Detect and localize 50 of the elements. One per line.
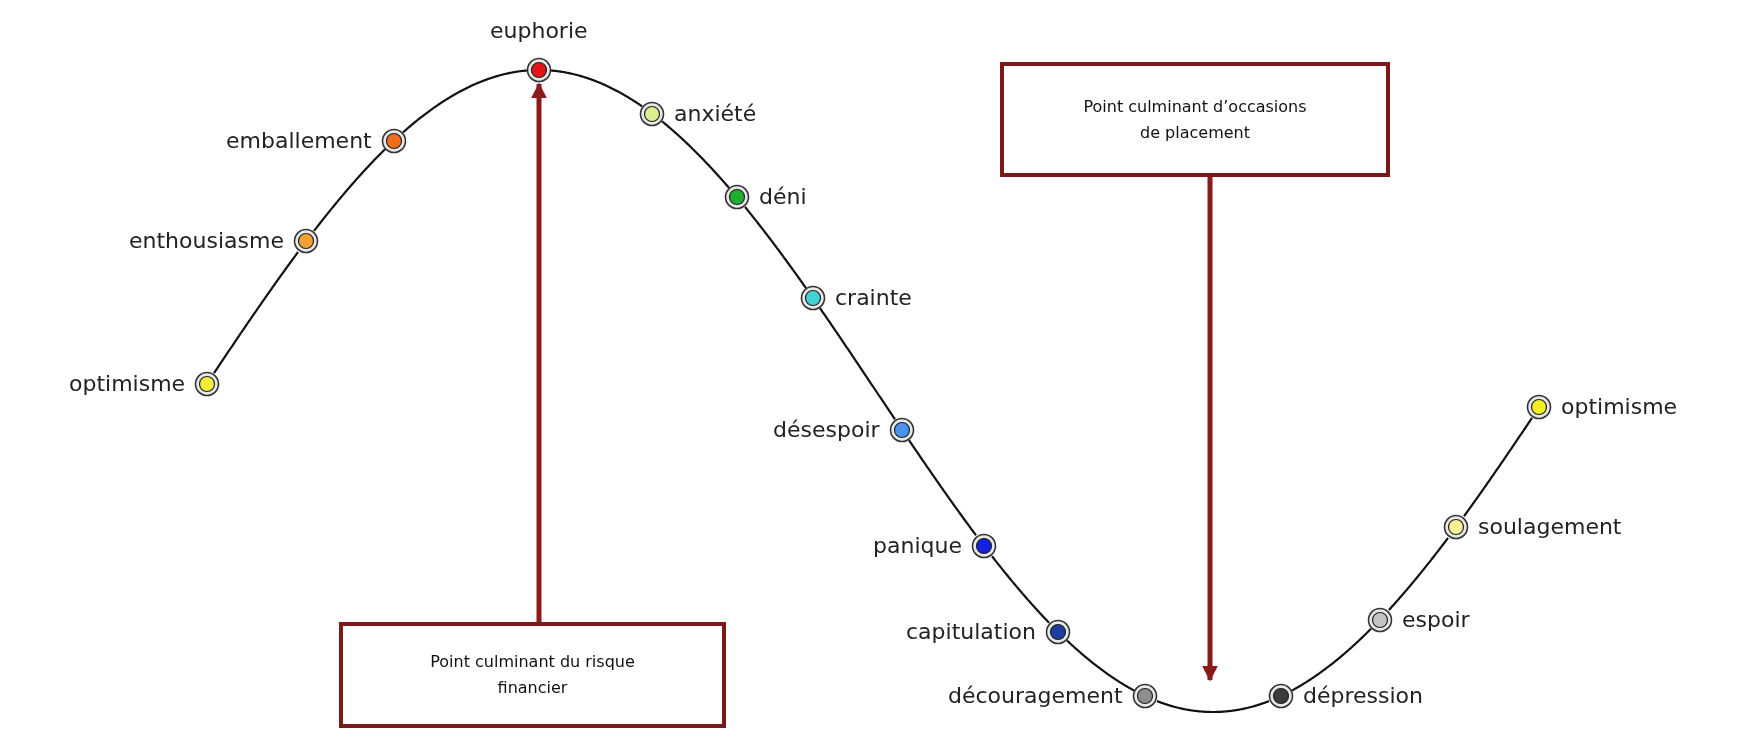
callout-text: Point culminant du risque financier bbox=[429, 651, 636, 699]
stage-label: capitulation bbox=[906, 618, 1036, 645]
curve-segment bbox=[819, 307, 896, 420]
stage-label: découragement bbox=[948, 683, 1123, 709]
stage-label: désespoir bbox=[773, 416, 880, 443]
curve-segment bbox=[213, 251, 299, 374]
curve-segment bbox=[550, 69, 643, 108]
stage-dot bbox=[1046, 619, 1072, 646]
stage-label: optimisme bbox=[1561, 394, 1678, 421]
curve-segment bbox=[402, 69, 528, 134]
stage-dot bbox=[294, 229, 320, 256]
stage-label: déni bbox=[759, 184, 807, 211]
stage-label: anxiété bbox=[674, 100, 757, 127]
stage-dot bbox=[1444, 515, 1470, 542]
curve-segment bbox=[313, 148, 386, 232]
stage-dot bbox=[1133, 684, 1159, 710]
callout-box bbox=[339, 622, 726, 728]
stage-label: crainte bbox=[835, 285, 912, 312]
stage-label: dépression bbox=[1303, 683, 1423, 709]
stage-dot bbox=[890, 417, 916, 444]
curve-segment bbox=[1291, 628, 1372, 692]
stage-label: optimisme bbox=[69, 370, 186, 397]
stage-label: soulagement bbox=[1478, 514, 1622, 541]
stage-dot bbox=[801, 286, 827, 313]
arrow bbox=[531, 82, 547, 622]
stage-dot bbox=[640, 101, 666, 128]
curve-segment bbox=[1463, 417, 1533, 517]
stage-dot bbox=[1368, 607, 1394, 634]
curve-segment bbox=[1156, 700, 1270, 714]
callout-box bbox=[1000, 62, 1390, 177]
stage-dot bbox=[972, 533, 998, 560]
stage-dot bbox=[195, 371, 221, 398]
curve-segment bbox=[991, 555, 1050, 624]
stage-label: panique bbox=[873, 532, 962, 559]
curve-segment bbox=[1388, 537, 1449, 611]
stage-label: emballement bbox=[226, 127, 372, 154]
arrow bbox=[1202, 177, 1218, 682]
stage-dot bbox=[1269, 684, 1295, 710]
stage-dot bbox=[527, 58, 553, 84]
callout-text: Point culminant d’occasions de placement bbox=[1082, 95, 1308, 144]
stage-label: enthousiasme bbox=[129, 228, 284, 255]
curve-segment bbox=[908, 439, 977, 536]
stage-dot bbox=[382, 128, 408, 155]
curve-segment bbox=[661, 120, 730, 189]
stage-label: espoir bbox=[1402, 606, 1470, 633]
stage-dot bbox=[725, 185, 751, 212]
stage-label: euphorie bbox=[490, 18, 588, 44]
curve-segment bbox=[1066, 639, 1135, 692]
stage-dot bbox=[1527, 395, 1553, 422]
curve-segment bbox=[744, 206, 807, 289]
